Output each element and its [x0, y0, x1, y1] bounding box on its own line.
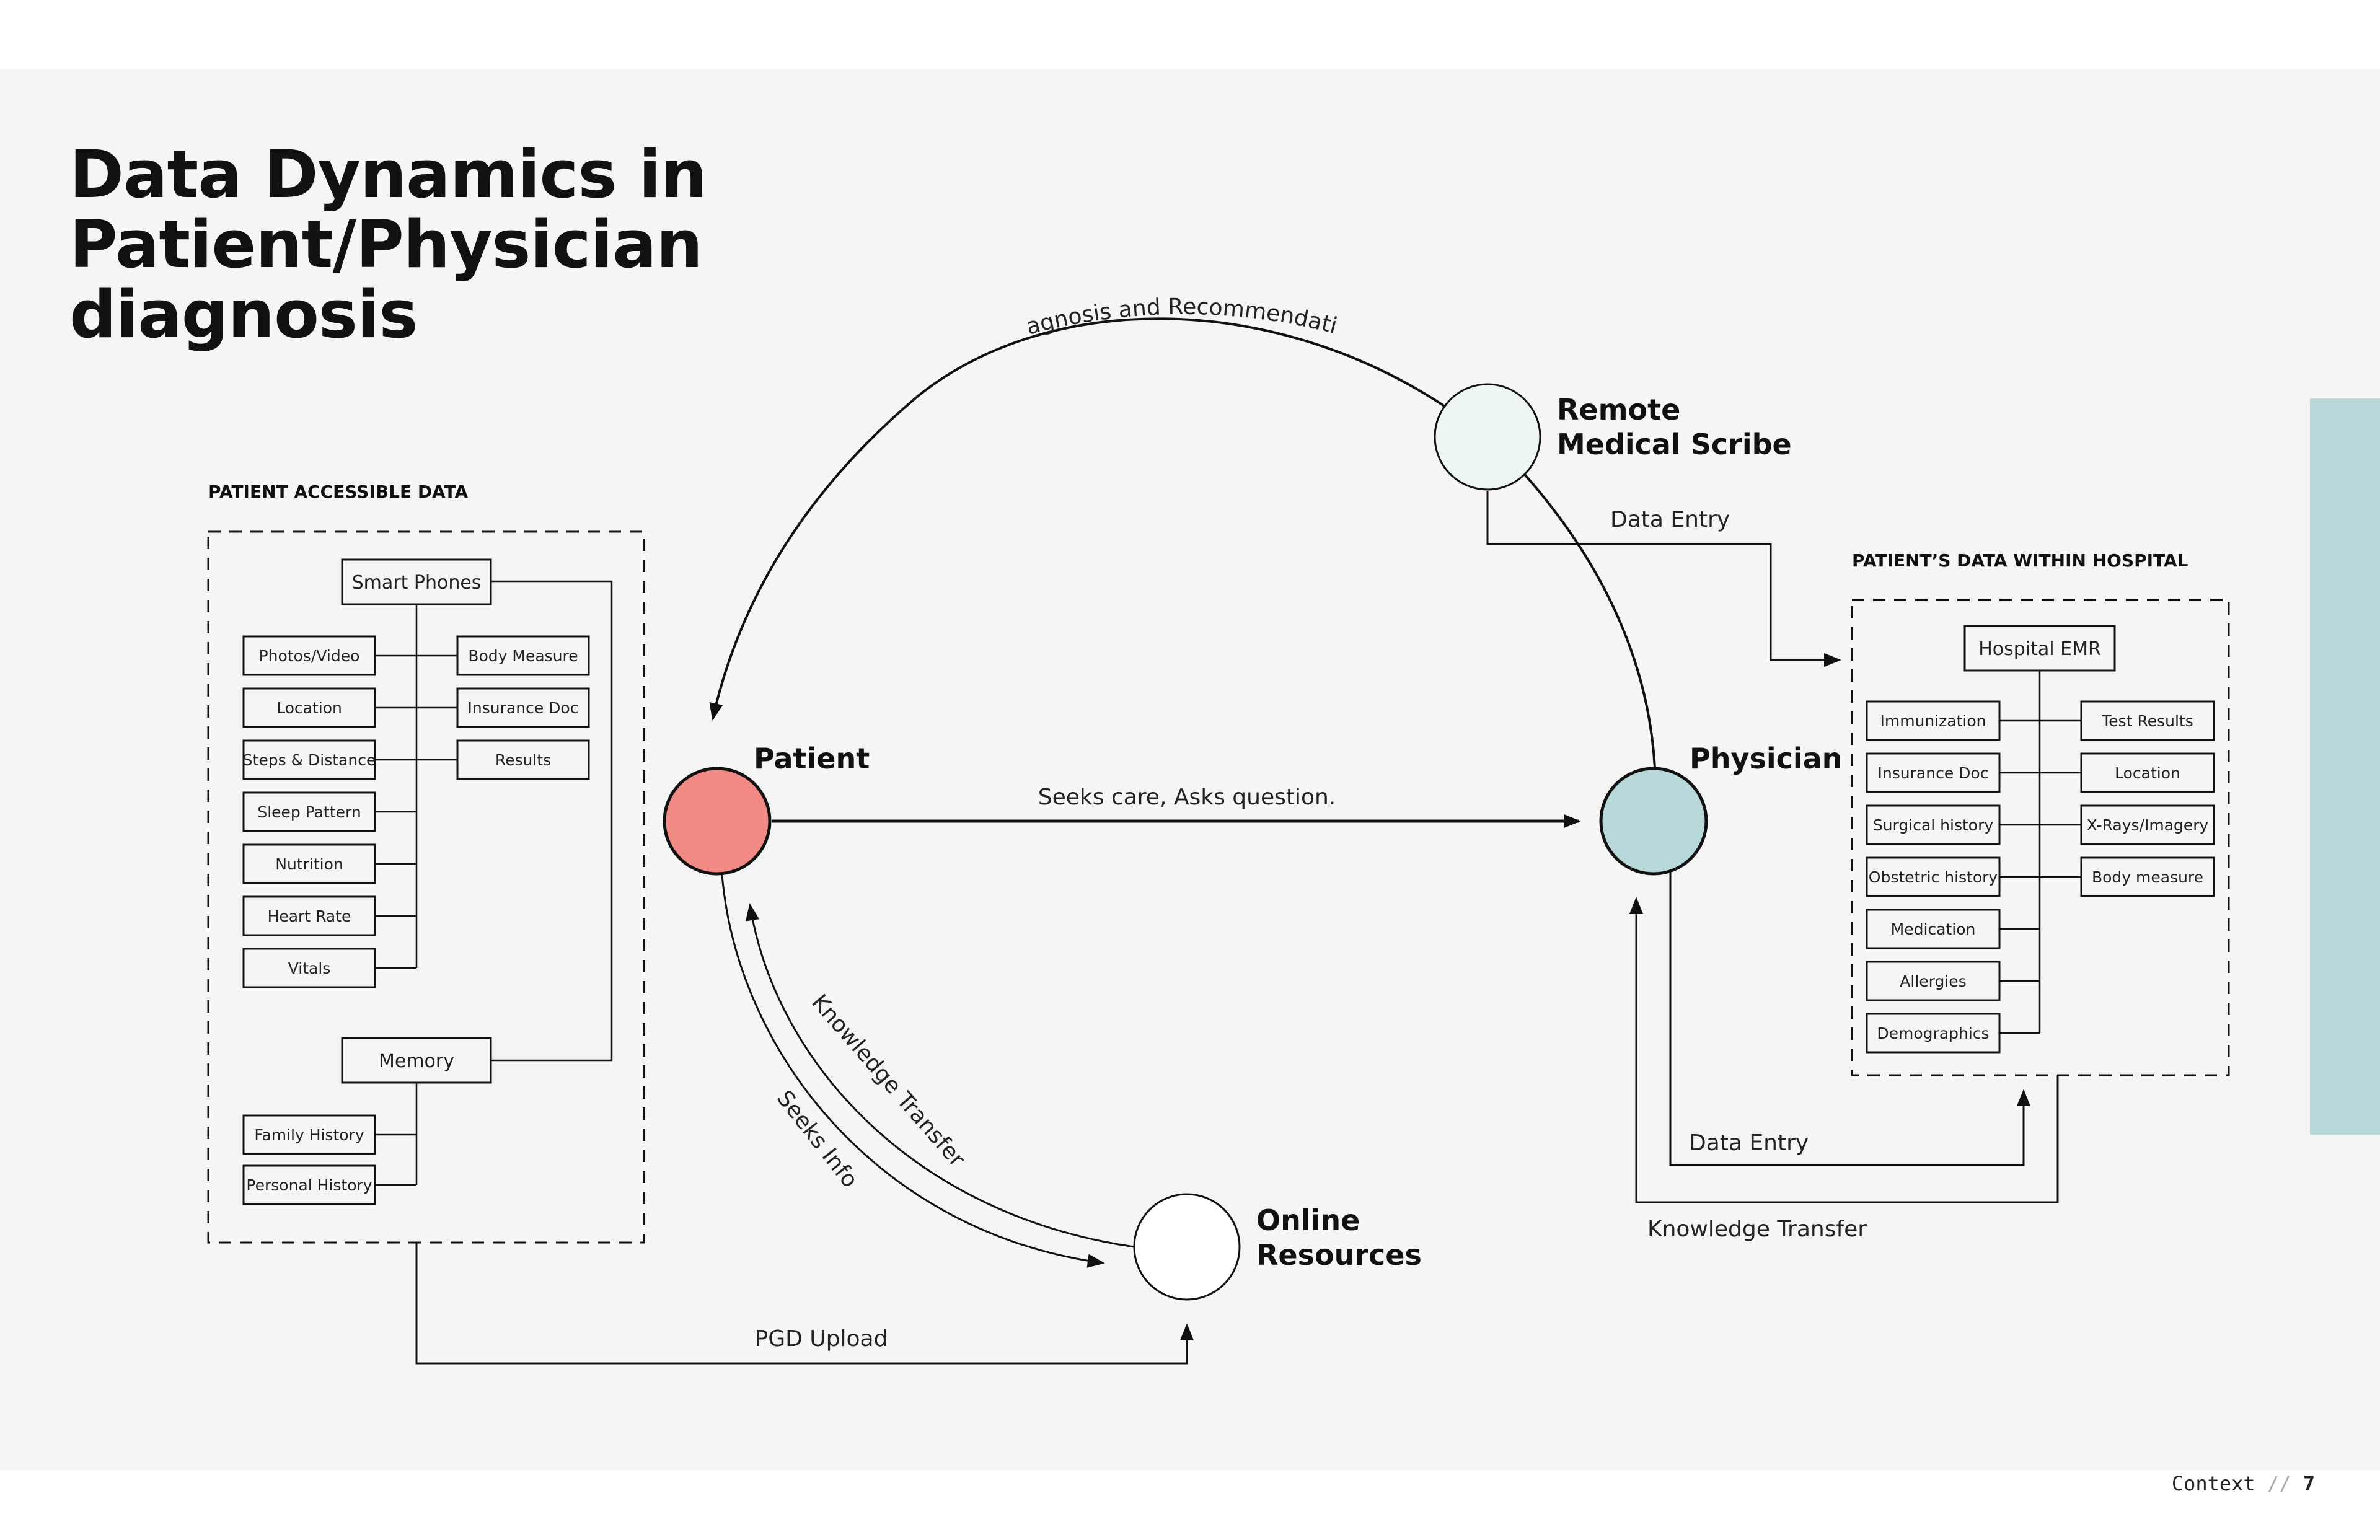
page-footer: Context // 7 [2172, 1472, 2315, 1495]
hospital-knowledge-transfer-label: Knowledge Transfer [1647, 1217, 1867, 1242]
hospital-item-3-label: Obstetric history [1869, 868, 1998, 886]
patient-item-2-label: Steps & Distance [243, 751, 376, 769]
memory-item-1: Personal History [242, 1164, 376, 1205]
patient-item-3: Sleep Pattern [242, 791, 376, 832]
patient-item-6: Vitals [242, 948, 376, 988]
pgd-upload-label: PGD Upload [755, 1326, 888, 1352]
patient-right-item-1-label: Insurance Doc [468, 699, 579, 717]
hospital-item-2-label: Surgical history [1873, 816, 1994, 834]
patient-data-box [207, 530, 645, 1244]
hospital-right-item-0: Test Results [2080, 700, 2215, 741]
patient-item-5: Heart Rate [242, 895, 376, 936]
smartphones-label: Smart Phones [352, 572, 482, 594]
hospital-item-0: Immunization [1866, 700, 2001, 741]
hospital-item-2: Surgical history [1866, 804, 2001, 845]
hospital-right-item-2-label: X-Rays/Imagery [2087, 816, 2209, 834]
scribe-data-entry-label: Data Entry [1610, 507, 1730, 532]
scribe-label-line-2: Medical Scribe [1557, 428, 1792, 461]
hospital-right-item-3-label: Body measure [2092, 868, 2203, 886]
side-accent-bar [2310, 398, 2380, 1135]
physician-data-entry-arrow [1669, 873, 2031, 1166]
hospital-item-1-label: Insurance Doc [1878, 764, 1989, 782]
diagnosis-label: Diagnosis and Recommendation [0, 0, 1340, 340]
hospital-item-0-label: Immunization [1880, 712, 1986, 730]
patient-right-item-0-label: Body Measure [468, 647, 578, 665]
seeks-info-arrow [721, 874, 1105, 1268]
memory-item-0-label: Family History [254, 1126, 364, 1144]
hospital-right-item-1: Location [2080, 752, 2215, 793]
memory-hub: Memory [341, 1037, 492, 1084]
footer-separator: // [2267, 1472, 2291, 1495]
patient-label: Patient [754, 742, 870, 775]
memory-label: Memory [379, 1050, 454, 1072]
hospital-data-connectors [1999, 671, 2081, 1034]
page-number: 7 [2303, 1472, 2315, 1495]
footer-section: Context [2171, 1472, 2255, 1495]
patient-right-item-2-label: Results [495, 751, 551, 769]
scribe-physician-link [1520, 470, 1656, 769]
patient-item-0-label: Photos/Video [259, 647, 360, 665]
patient-right-item-0: Body Measure [456, 635, 590, 676]
hospital-item-6-label: Demographics [1877, 1024, 1989, 1042]
patient-data-connectors [375, 580, 613, 1186]
title-line-3: diagnosis [69, 276, 418, 353]
hospital-emr-hub: Hospital EMR [1963, 625, 2116, 672]
physician-node [1599, 767, 1708, 876]
patient-data-heading: PATIENT ACCESSIBLE DATA [208, 482, 468, 502]
patient-item-1-label: Location [276, 699, 342, 717]
scribe-node [1434, 383, 1541, 491]
patient-item-6-label: Vitals [288, 959, 331, 977]
hospital-data-heading: PATIENT’S DATA WITHIN HOSPITAL [1852, 550, 2188, 571]
hospital-item-4: Medication [1866, 909, 2001, 949]
memory-item-1-label: Personal History [246, 1176, 372, 1194]
hospital-right-item-1-label: Location [2115, 764, 2180, 782]
patient-item-2: Steps & Distance [242, 739, 376, 780]
scribe-data-entry-arrow [1486, 491, 1841, 667]
patient-right-item-1: Insurance Doc [456, 687, 590, 728]
scribe-label-line-1: Remote [1557, 393, 1680, 426]
hospital-item-3: Obstetric history [1866, 856, 2001, 897]
patient-item-5-label: Heart Rate [268, 907, 351, 925]
seeks-care-label: Seeks care, Asks question. [1038, 785, 1336, 810]
physician-label: Physician [1690, 742, 1842, 775]
diagnosis-arrow [709, 317, 1445, 721]
hospital-item-4-label: Medication [1891, 920, 1976, 938]
patient-node [663, 767, 772, 876]
physician-data-entry-label: Data Entry [1689, 1130, 1809, 1156]
patient-item-0: Photos/Video [242, 635, 376, 676]
hospital-item-5-label: Allergies [1900, 972, 1966, 990]
patient-item-4-label: Nutrition [275, 855, 343, 873]
hospital-right-item-0-label: Test Results [2101, 712, 2193, 730]
hospital-right-item-2: X-Rays/Imagery [2080, 804, 2215, 845]
hospital-data-box [1851, 599, 2230, 1076]
memory-item-0: Family History [242, 1114, 376, 1155]
hospital-item-5: Allergies [1866, 961, 2001, 1001]
online-resources-node [1133, 1193, 1241, 1301]
online-label-line-2: Resources [1256, 1238, 1422, 1272]
hospital-item-1: Insurance Doc [1866, 752, 2001, 793]
page-title: Data Dynamics in Patient/Physician diagn… [69, 139, 707, 350]
knowledge-transfer-online-arrow [745, 903, 1135, 1248]
patient-right-item-2: Results [456, 739, 590, 780]
patient-item-1: Location [242, 687, 376, 728]
patient-item-3-label: Sleep Pattern [257, 803, 361, 821]
pgd-upload-arrow [415, 1243, 1194, 1365]
smartphones-hub: Smart Phones [341, 558, 492, 605]
hospital-knowledge-transfer-arrow [1629, 897, 2059, 1203]
patient-item-4: Nutrition [242, 843, 376, 884]
online-label-line-1: Online [1256, 1203, 1360, 1237]
hospital-right-item-3: Body measure [2080, 856, 2215, 897]
title-line-2: Patient/Physician [69, 206, 703, 283]
title-line-1: Data Dynamics in [69, 136, 707, 213]
hospital-emr-label: Hospital EMR [1978, 638, 2101, 660]
hospital-item-6: Demographics [1866, 1013, 2001, 1054]
